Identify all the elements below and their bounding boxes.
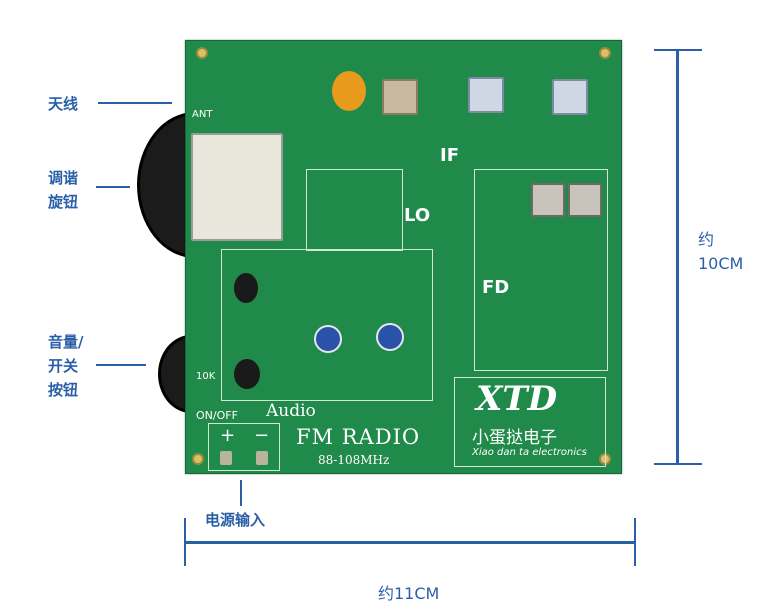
potentiometer-1[interactable] <box>314 325 342 353</box>
label-10k: 10K <box>196 371 216 382</box>
label-ant: ANT <box>192 109 213 120</box>
callout-power: 电源输入 <box>205 511 266 529</box>
label-lo: LO <box>404 205 431 226</box>
callout-tuning-line1: 调谐 <box>48 169 79 187</box>
power-terminal-minus[interactable] <box>256 451 268 465</box>
if-transformer-1[interactable] <box>382 79 418 115</box>
height-label-line1: 约 <box>698 230 715 249</box>
height-dimension-bar <box>676 49 679 465</box>
power-terminal-plus[interactable] <box>220 451 232 465</box>
width-dimension-right-tick <box>634 518 636 566</box>
logo-box <box>454 377 606 467</box>
height-dimension-label: 约 10CM <box>698 228 743 276</box>
callout-volume-line3: 按钮 <box>48 381 79 399</box>
label-if: IF <box>440 145 459 166</box>
callout-tuning: 调谐 旋钮 <box>48 166 78 214</box>
brand-name-en: Xiao dan ta electronics <box>472 447 587 458</box>
pcb-board: ANT IF LO FD 10K ON/OFF Audio FM RADIO 8… <box>185 40 622 474</box>
width-dimension-bar <box>184 541 636 544</box>
height-label-line2: 10CM <box>698 254 744 273</box>
if-transformer-3[interactable] <box>552 79 588 115</box>
fd-coil-2[interactable] <box>568 183 602 217</box>
if-transformer-2[interactable] <box>468 77 504 113</box>
width-dimension-label: 约11CM <box>378 584 440 603</box>
label-power-plus: + <box>220 425 236 446</box>
fd-coil-1[interactable] <box>531 183 565 217</box>
label-audio: Audio <box>266 401 316 421</box>
label-frequency: 88-108MHz <box>318 453 390 467</box>
label-fm-radio: FM RADIO <box>296 425 421 449</box>
lo-section-outline <box>306 169 403 251</box>
electrolytic-capacitor-2 <box>234 359 260 389</box>
mounting-hole-bottom-left <box>192 453 204 465</box>
fd-section-outline <box>474 169 608 371</box>
brand-logo: XTD <box>476 379 558 419</box>
potentiometer-2[interactable] <box>376 323 404 351</box>
label-power-minus: − <box>254 425 270 446</box>
callout-antenna-line <box>98 102 172 104</box>
callout-volume-line2: 开关 <box>48 357 79 375</box>
electrolytic-capacitor-1 <box>234 273 258 303</box>
callout-volume-line <box>96 364 146 366</box>
callout-tuning-line2: 旋钮 <box>48 193 79 211</box>
callout-volume-line1: 音量/ <box>48 333 84 351</box>
mounting-hole-top-left <box>196 47 208 59</box>
callout-tuning-line <box>96 186 130 188</box>
label-fd: FD <box>482 277 510 298</box>
tuning-capacitor[interactable] <box>191 133 283 241</box>
audio-section-outline <box>221 249 433 401</box>
brand-name-cn: 小蛋挞电子 <box>472 428 557 448</box>
orange-trimmer[interactable] <box>332 71 366 111</box>
mounting-hole-top-right <box>599 47 611 59</box>
callout-power-line <box>240 480 242 506</box>
label-on-off: ON/OFF <box>196 409 238 422</box>
callout-antenna: 天线 <box>48 95 79 113</box>
power-terminal-box <box>208 423 280 471</box>
height-dimension-bottom-tick <box>654 463 702 465</box>
callout-volume: 音量/ 开关 按钮 <box>48 330 83 402</box>
